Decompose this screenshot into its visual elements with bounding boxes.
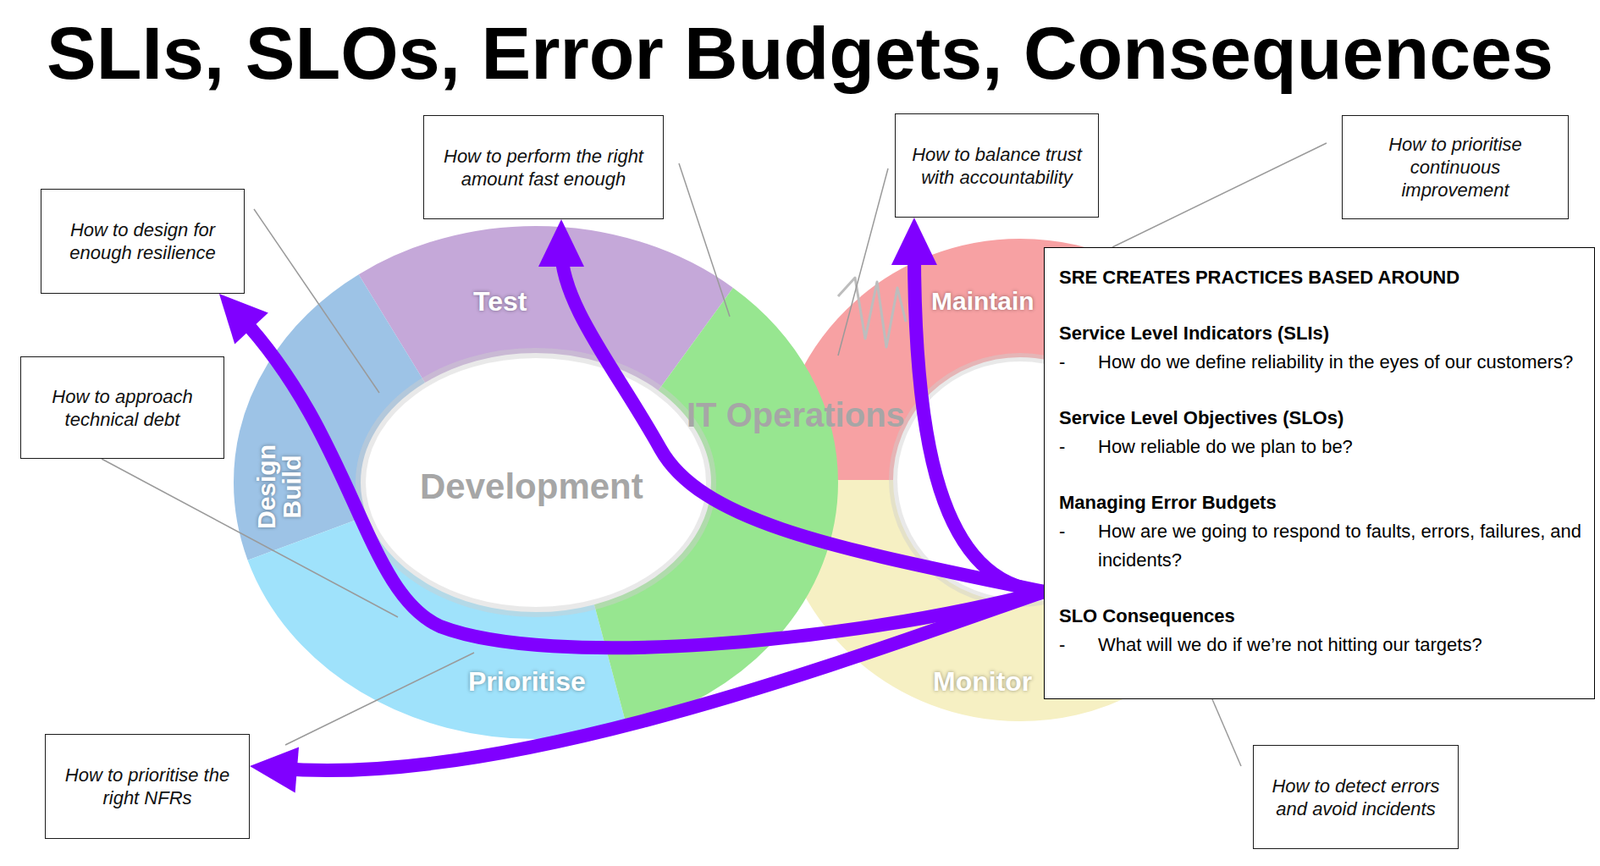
zigzag-mark [838,277,906,348]
segment-label: Prioritise [468,667,586,696]
panel-heading: Managing Error Budgets [1059,488,1277,518]
box-text: How to prioritise continuous improvement [1376,132,1534,202]
arrow-head [249,747,299,794]
arrow-head [219,293,269,344]
purple-arrow [891,217,1044,592]
panel-heading: SLO Consequences [1059,601,1236,631]
bullet-dash: - [1059,432,1098,462]
leader-line [1112,143,1327,248]
bullet-dash: - [1059,517,1098,575]
callout-box: How to detect errors and avoid incidents [1252,744,1459,850]
box-text: How to design for enough resilience [61,218,224,265]
bullet-text: How do we define reliability in the eyes… [1097,347,1583,377]
segment-label: Design Build [253,440,305,534]
panel-heading: SRE CREATES PRACTICES BASED AROUND [1059,263,1460,293]
text-row: -What will we do if we’re not hitting ou… [1059,630,1583,660]
arrow-shaft [914,248,1044,592]
practices-panel: SRE CREATES PRACTICES BASED AROUND Servic… [1043,247,1595,700]
arrow-shaft [280,591,1044,771]
text-row: SLO Consequences [1059,601,1583,631]
text-row: Service Level Objectives (SLOs) [1059,403,1583,433]
box-text: How to prioritise the right NFRs [57,763,238,810]
bullet-dash: - [1059,347,1098,377]
ring-segment-test [297,289,775,676]
callout-box: How to balance trust with accountability [894,113,1099,218]
text-row: -How do we define reliability in the eye… [1059,347,1583,377]
box-text: How to approach technical debt [41,385,204,431]
arrow-head [538,219,585,267]
text-row: -How reliable do we plan to be? [1059,432,1583,462]
panel-heading: Service Level Indicators (SLIs) [1059,319,1330,348]
purple-arrow [249,591,1044,794]
callout-box: How to prioritise continuous improvement [1341,115,1569,220]
leader-line [678,163,730,317]
ring-segment-prioritise [297,289,775,676]
leader-line [838,168,889,356]
loop-label: IT Operations [686,397,905,432]
arrow-head [891,217,938,265]
ring-inner-shade [360,353,712,613]
text-row: Service Level Indicators (SLIs) [1059,319,1583,348]
segment-label: Maintain [931,288,1035,315]
callout-box: How to prioritise the right NFRs [44,733,250,839]
text-row: SRE CREATES PRACTICES BASED AROUND [1059,263,1583,293]
box-text: How to balance trust with accountability [907,143,1087,189]
left-ring [297,289,775,676]
text-row: -How are we going to respond to faults, … [1059,517,1583,575]
leader-line [1212,699,1242,767]
leader-line [101,458,398,618]
bullet-text: How are we going to respond to faults, e… [1097,517,1583,575]
purple-arrow [538,219,1044,592]
bullet-text: How reliable do we plan to be? [1097,432,1583,462]
loop-label: Development [419,468,644,505]
leader-line [285,652,475,745]
ring-segment-release [297,289,775,676]
box-text: How to perform the right amount fast eno… [441,144,646,191]
ring-segment-design-build [297,289,775,676]
panel-heading: Service Level Objectives (SLOs) [1059,403,1344,433]
bullet-text: What will we do if we’re not hitting our… [1097,630,1583,660]
arrow-shaft [561,249,1044,592]
segment-label: Monitor [932,667,1032,696]
box-text: How to detect errors and avoid incidents [1263,774,1448,821]
segment-label: Test [473,287,527,315]
bullet-dash: - [1059,630,1098,660]
diagram-title: SLIs, SLOs, Error Budgets, Consequences [46,16,1554,91]
callout-box: How to approach technical debt [20,356,225,459]
text-row: Managing Error Budgets [1059,488,1583,518]
callout-box: How to perform the right amount fast eno… [423,115,664,220]
callout-box: How to design for enough resilience [40,188,245,294]
